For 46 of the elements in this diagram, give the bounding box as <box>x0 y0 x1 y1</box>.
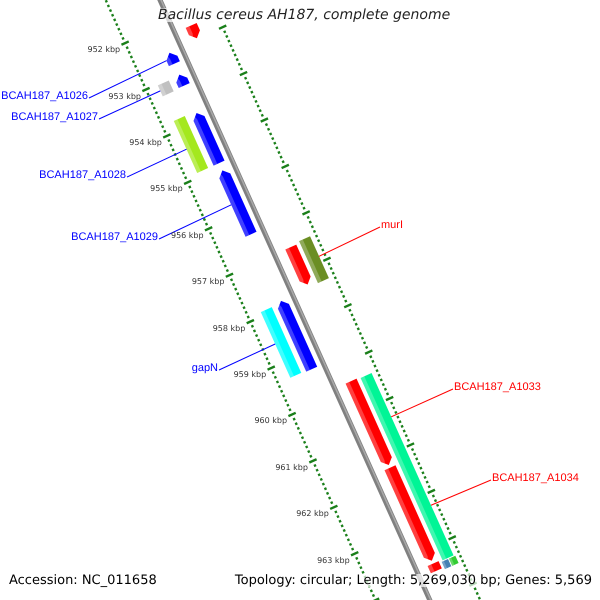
leader-line <box>218 344 276 370</box>
position-label: 952 kbp <box>88 46 120 54</box>
gene-bar <box>166 52 180 66</box>
accession-text: Accession: NC_011658 <box>9 574 157 587</box>
position-label: 963 kbp <box>317 556 350 565</box>
gene-label: murI <box>381 220 403 231</box>
title: Bacillus cereus AH187, complete genome <box>158 8 450 22</box>
gene-label: BCAH187_A1027 <box>11 112 98 123</box>
gene-label: BCAH187_A1034 <box>492 473 579 484</box>
leader-line <box>390 388 454 418</box>
gene-bar <box>384 465 435 562</box>
leader-line <box>88 60 167 98</box>
leader-line <box>430 480 492 506</box>
leader-line <box>158 204 232 240</box>
position-label: 960 kbp <box>254 417 288 426</box>
leader-line <box>98 90 161 120</box>
gene-label: BCAH187_A1033 <box>454 382 541 393</box>
gene-bar <box>176 74 190 88</box>
gene-bar <box>428 561 442 574</box>
position-label: 957 kbp <box>192 278 224 286</box>
gene-bar <box>442 559 452 570</box>
gene-label: BCAH187_A1029 <box>71 232 158 243</box>
gene-bar <box>299 236 329 284</box>
position-label: 958 kbp <box>212 324 246 333</box>
gene-label: BCAH187_A1028 <box>39 170 126 181</box>
leader-line <box>318 226 380 257</box>
gene-bar <box>174 116 208 173</box>
gene-bar <box>277 300 318 372</box>
position-label: 954 kbp <box>129 138 162 147</box>
gene-label: BCAH187_A1026 <box>1 91 88 102</box>
gene-label: gapN <box>192 363 218 374</box>
position-label: 953 kbp <box>108 92 141 101</box>
gene-bar <box>346 378 392 467</box>
gene-bar <box>360 373 454 560</box>
position-label: 962 kbp <box>296 510 329 518</box>
position-label: 961 kbp <box>275 464 308 472</box>
gene-bar <box>285 244 311 286</box>
gene-bar <box>158 80 174 96</box>
position-label: 959 kbp <box>234 371 266 380</box>
gene-bar <box>218 170 257 237</box>
position-label: 955 kbp <box>150 185 183 194</box>
position-label: 956 kbp <box>170 232 204 240</box>
gene-bar <box>186 23 200 40</box>
gene-bar <box>448 556 459 566</box>
gene-bar <box>192 112 225 166</box>
leader-line <box>126 148 188 178</box>
